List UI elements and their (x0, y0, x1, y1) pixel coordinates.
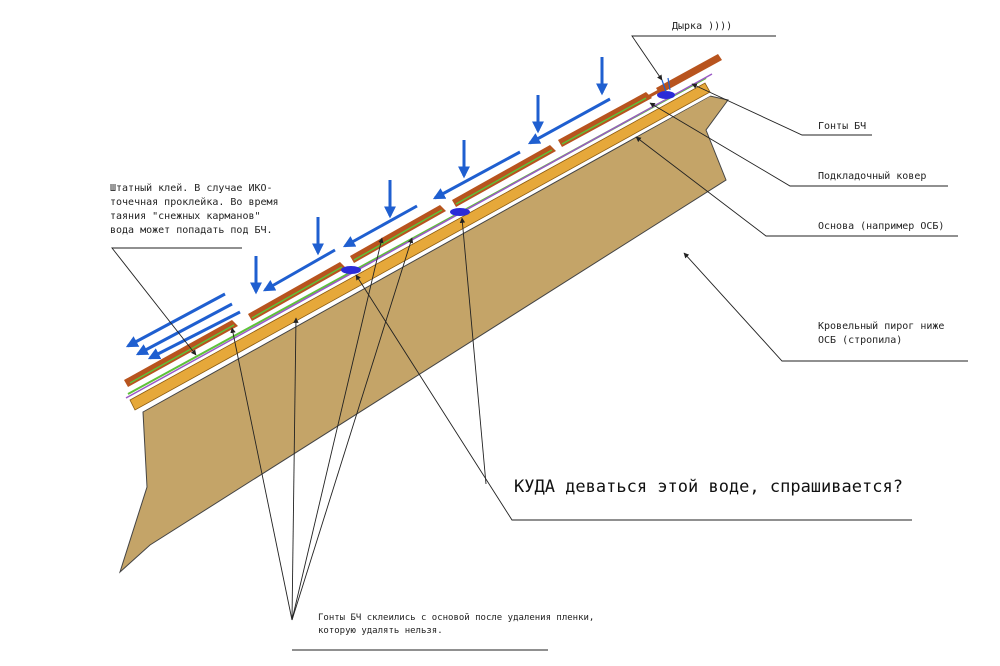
base-label: Основа (например ОСБ) (818, 221, 945, 232)
underlay-label: Подкладочный ковер (818, 171, 927, 182)
bottom-leader-2 (291, 317, 299, 621)
shingles-leader (691, 83, 872, 136)
roof-pie-leader (683, 252, 968, 362)
bottom-leader-1 (230, 327, 293, 621)
roof-pie-body (118, 95, 729, 574)
shingle-strips (124, 54, 722, 387)
roof-pie-label: Кровельный пирог ниже ОСБ (стропила) (818, 321, 945, 346)
question-label: КУДА деваться этой воде, спрашивается? (514, 477, 903, 497)
bottom-leader-3 (291, 237, 384, 621)
question-leader-2 (459, 217, 487, 485)
leader-lines (111, 35, 968, 651)
osb-gap-line (135, 93, 713, 412)
underlay-purple (125, 73, 713, 399)
water-puddles (341, 77, 675, 274)
water-puddle (450, 208, 470, 216)
question-leader-1 (355, 274, 912, 521)
underlay-leader (649, 102, 948, 187)
water-puddle (657, 91, 675, 99)
bottom-label: Гонты БЧ склеились с основой после удале… (318, 613, 595, 636)
glue-leader (111, 247, 242, 356)
shingles-label: Гонты БЧ (818, 121, 867, 132)
hole-label: Дырка )))) (672, 21, 733, 32)
bottom-leader-4 (291, 237, 414, 621)
rain-arrows (250, 57, 608, 295)
hole-leader (631, 35, 776, 81)
water-puddle (341, 266, 361, 274)
water-flow-arrows (125, 97, 611, 360)
base-leader (635, 136, 958, 237)
glue-label: Штатный клей. В случае ИКО- точечная про… (110, 183, 279, 236)
shingle-strip (656, 54, 722, 94)
